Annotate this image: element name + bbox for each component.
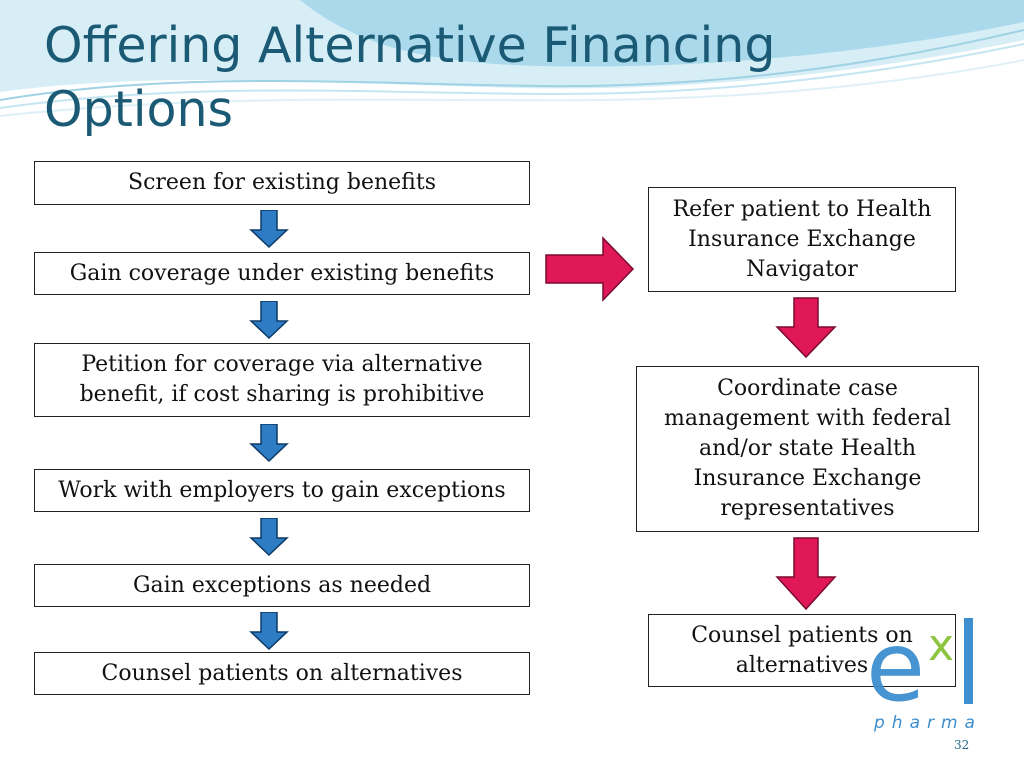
down-arrow-icon — [249, 210, 289, 248]
slide-title-line-2: Options — [44, 81, 234, 138]
left-step-3-text: Petition for coverage via alternative be… — [79, 352, 485, 407]
left-step-3-box: Petition for coverage via alternative be… — [34, 343, 530, 417]
right-step-3-box: Counsel patients on alternatives — [648, 614, 956, 687]
down-arrow-icon — [775, 297, 837, 359]
left-step-6-box: Counsel patients on alternatives — [34, 652, 530, 695]
right-step-3-text: Counsel patients on alternatives — [691, 622, 913, 678]
left-step-6-text: Counsel patients on alternatives — [101, 660, 463, 686]
left-step-2-box: Gain coverage under existing benefits — [34, 252, 530, 295]
down-arrow-icon — [775, 537, 837, 611]
left-step-5-text: Gain exceptions as needed — [132, 572, 432, 598]
right-step-2-text: Coordinate case management with federal … — [663, 376, 952, 521]
logo-wordmark: pharma — [873, 713, 982, 733]
down-arrow-icon — [249, 424, 289, 462]
right-step-1-text: Refer patient to Health Insurance Exchan… — [672, 196, 932, 282]
logo-letter-e: e — [866, 612, 925, 723]
down-arrow-icon — [249, 301, 289, 339]
right-arrow-icon — [545, 236, 635, 302]
left-step-5-box: Gain exceptions as needed — [34, 564, 530, 607]
left-step-4-box: Work with employers to gain exceptions — [34, 469, 530, 512]
page-number: 32 — [954, 738, 970, 752]
slide-title: Offering Alternative Financing Options — [44, 14, 864, 142]
down-arrow-icon — [249, 612, 289, 650]
right-step-2-box: Coordinate case management with federal … — [636, 366, 979, 532]
exl-pharma-logo: e x pharma — [866, 612, 982, 733]
left-step-4-text: Work with employers to gain exceptions — [58, 477, 506, 503]
right-step-1-box: Refer patient to Health Insurance Exchan… — [648, 187, 956, 292]
logo-letter-x: x — [928, 620, 954, 671]
down-arrow-icon — [249, 518, 289, 556]
logo-letter-l — [964, 618, 973, 704]
header-wave-decoration — [0, 0, 1024, 117]
slide-title-line-1: Offering Alternative Financing — [44, 17, 776, 74]
left-step-2-text: Gain coverage under existing benefits — [69, 260, 495, 286]
left-step-1-box: Screen for existing benefits — [34, 161, 530, 205]
left-step-1-text: Screen for existing benefits — [128, 170, 436, 195]
